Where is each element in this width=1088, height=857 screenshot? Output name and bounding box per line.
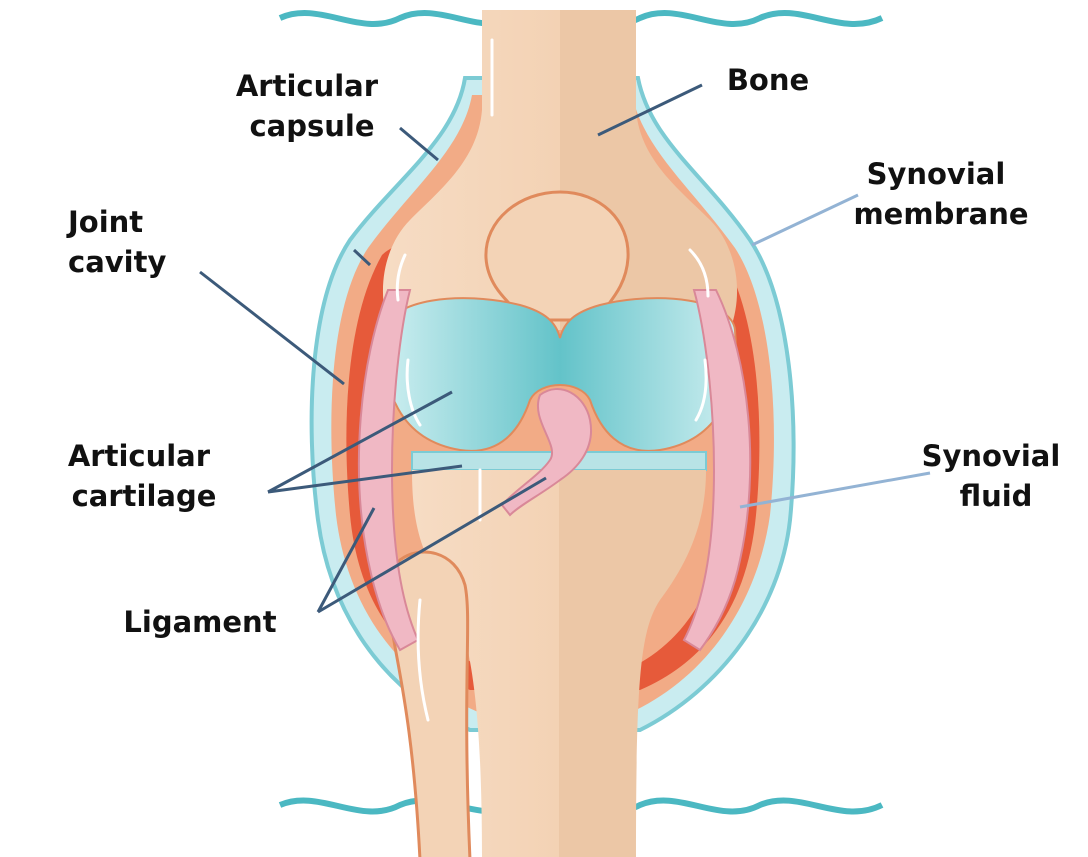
label-synovial-fluid-line2: fluid bbox=[960, 479, 1033, 513]
label-synovial-fluid: Synovial fluid bbox=[922, 439, 1071, 513]
label-joint-cavity-line1: Joint bbox=[66, 205, 143, 239]
label-articular-capsule: Articular capsule bbox=[236, 69, 388, 143]
label-articular-cartilage-line2: cartilage bbox=[72, 479, 217, 513]
label-joint-cavity: Joint cavity bbox=[66, 205, 166, 279]
label-synovial-membrane-line2: membrane bbox=[853, 197, 1028, 231]
label-synovial-membrane: Synovial membrane bbox=[853, 157, 1028, 231]
label-articular-cartilage-line1: Articular bbox=[68, 439, 211, 473]
highlights bbox=[395, 38, 710, 722]
label-synovial-membrane-line1: Synovial bbox=[867, 157, 1006, 191]
label-joint-cavity-line2: cavity bbox=[68, 245, 166, 279]
label-articular-capsule-line2: capsule bbox=[249, 109, 374, 143]
label-ligament: Ligament bbox=[123, 605, 276, 639]
label-bone-line1: Bone bbox=[727, 63, 809, 97]
label-articular-cartilage: Articular cartilage bbox=[68, 439, 220, 513]
upper-cartilage bbox=[383, 297, 737, 452]
patella bbox=[484, 190, 630, 322]
right-ligament bbox=[682, 289, 752, 652]
lower-bone bbox=[412, 470, 706, 857]
label-articular-capsule-line1: Articular bbox=[236, 69, 379, 103]
leader-lines bbox=[199, 83, 931, 614]
label-bone: Bone bbox=[727, 63, 809, 97]
label-ligament-line1: Ligament bbox=[123, 605, 276, 639]
label-synovial-fluid-line1: Synovial bbox=[922, 439, 1061, 473]
upper-bone bbox=[382, 10, 738, 330]
cruciate-ligament bbox=[500, 388, 593, 517]
